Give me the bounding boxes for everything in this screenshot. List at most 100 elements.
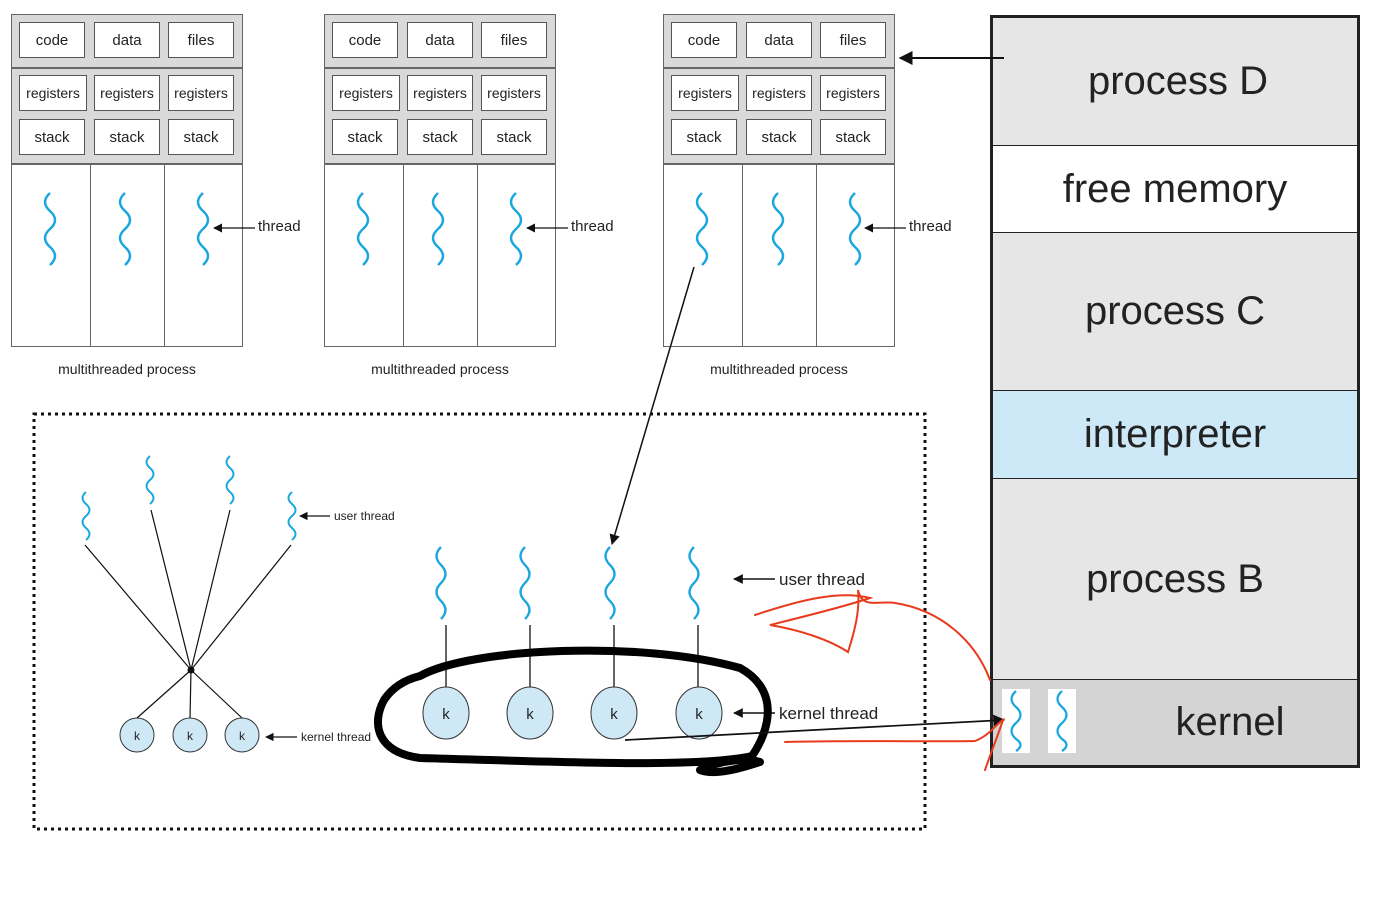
files-box: files xyxy=(168,22,234,58)
stack-box: stack xyxy=(746,119,812,155)
registers-box: registers xyxy=(407,75,473,111)
thread-column xyxy=(164,164,243,347)
thread-wave xyxy=(118,192,132,266)
stack-box: stack xyxy=(332,119,398,155)
kernel-node-label: k xyxy=(134,729,141,743)
segment-label: free memory xyxy=(1062,166,1288,211)
segment-label: kernel xyxy=(1175,700,1285,744)
memory-segment-process-c: process C xyxy=(990,232,1360,390)
kernel-mapping-arrow xyxy=(624,714,1006,741)
many-to-one-model: k k k user thread kernel thread xyxy=(81,455,395,753)
process-caption: multithreaded process xyxy=(371,361,509,377)
kernel-node-label: k xyxy=(239,729,246,743)
kernel-node xyxy=(172,717,208,753)
registers-box: registers xyxy=(481,75,547,111)
process-thread-waves xyxy=(43,192,862,266)
thread-label: thread xyxy=(258,218,301,235)
threading-models-frame xyxy=(32,412,927,831)
memory-segment-interpreter: interpreter xyxy=(990,390,1360,478)
kernel-thread-label: kernel thread xyxy=(301,730,371,744)
thread-wave xyxy=(431,192,445,266)
kernel-thread-label: kernel thread xyxy=(779,704,878,723)
user-thread-wave xyxy=(688,546,700,620)
thread-column xyxy=(816,164,895,347)
segment-label: process D xyxy=(1087,59,1269,103)
data-box: data xyxy=(407,22,473,58)
stack-box: stack xyxy=(481,119,547,155)
kernel-node-label: k xyxy=(187,729,194,743)
registers-box: registers xyxy=(332,75,400,111)
kernel-node xyxy=(506,686,554,740)
kernel-thread-wave xyxy=(1010,690,1022,752)
user-thread-wave xyxy=(287,491,297,541)
stack-box: stack xyxy=(168,119,234,155)
red-annotations xyxy=(754,589,1005,771)
kernel-node-label: k xyxy=(526,706,534,723)
thread-wave xyxy=(43,192,57,266)
code-box: code xyxy=(332,22,398,58)
stack-box: stack xyxy=(19,119,85,155)
thread-column xyxy=(477,164,556,347)
user-thread-label: user thread xyxy=(334,509,395,523)
stack-box: stack xyxy=(820,119,886,155)
thread-column xyxy=(742,164,817,347)
thread-wave xyxy=(509,192,523,266)
thread-wave xyxy=(356,192,370,266)
user-thread-wave xyxy=(225,455,235,505)
thread-mapping-arrow xyxy=(609,266,695,546)
kernel-node xyxy=(224,717,260,753)
kernel-node xyxy=(590,686,638,740)
registers-box: registers xyxy=(671,75,739,111)
registers-box: registers xyxy=(746,75,812,111)
segment-label: interpreter xyxy=(1083,412,1267,456)
memory-segment-free-memory: free memory xyxy=(990,145,1360,232)
files-box: files xyxy=(481,22,547,58)
stack-box: stack xyxy=(94,119,160,155)
thread-label: thread xyxy=(571,218,614,235)
kernel-thread-slot xyxy=(1048,689,1076,753)
code-box: code xyxy=(671,22,737,58)
data-box: data xyxy=(94,22,160,58)
thread-wave xyxy=(196,192,210,266)
thread-wave xyxy=(771,192,785,266)
kernel-node xyxy=(422,686,470,740)
code-box: code xyxy=(19,22,85,58)
kernel-node xyxy=(119,717,155,753)
thread-wave xyxy=(848,192,862,266)
registers-box: registers xyxy=(168,75,234,111)
stack-box: stack xyxy=(407,119,473,155)
user-thread-wave xyxy=(519,546,531,620)
kernel-thread-wave xyxy=(1056,690,1068,752)
process-caption: multithreaded process xyxy=(710,361,848,377)
user-thread-wave xyxy=(604,546,616,620)
thread-column xyxy=(324,164,404,347)
kernel-node-label: k xyxy=(610,706,618,723)
user-thread-wave xyxy=(435,546,447,620)
hand-drawn-loop xyxy=(374,646,772,777)
thread-wave xyxy=(695,192,709,266)
stack-box: stack xyxy=(671,119,737,155)
user-thread-wave xyxy=(81,491,91,541)
segment-label: process C xyxy=(1084,289,1266,333)
one-to-one-model: k k k k user thread kernel thread xyxy=(422,546,878,740)
registers-box: registers xyxy=(94,75,160,111)
process-caption: multithreaded process xyxy=(58,361,196,377)
memory-segment-process-b: process B xyxy=(990,478,1360,679)
thread-label: thread xyxy=(909,218,952,235)
user-thread-wave xyxy=(145,455,155,505)
kernel-node-label: k xyxy=(442,706,450,723)
kernel-thread-slot xyxy=(1002,689,1030,753)
thread-column xyxy=(11,164,91,347)
data-box: data xyxy=(746,22,812,58)
files-box: files xyxy=(820,22,886,58)
kernel-node xyxy=(675,686,723,740)
registers-box: registers xyxy=(19,75,87,111)
memory-segment-process-d: process D xyxy=(990,15,1360,145)
kernel-segment-waves xyxy=(1010,690,1068,752)
user-thread-label: user thread xyxy=(779,570,865,589)
registers-box: registers xyxy=(820,75,886,111)
kernel-node-label: k xyxy=(695,706,703,723)
segment-label: process B xyxy=(1086,556,1264,601)
thread-column xyxy=(663,164,743,347)
